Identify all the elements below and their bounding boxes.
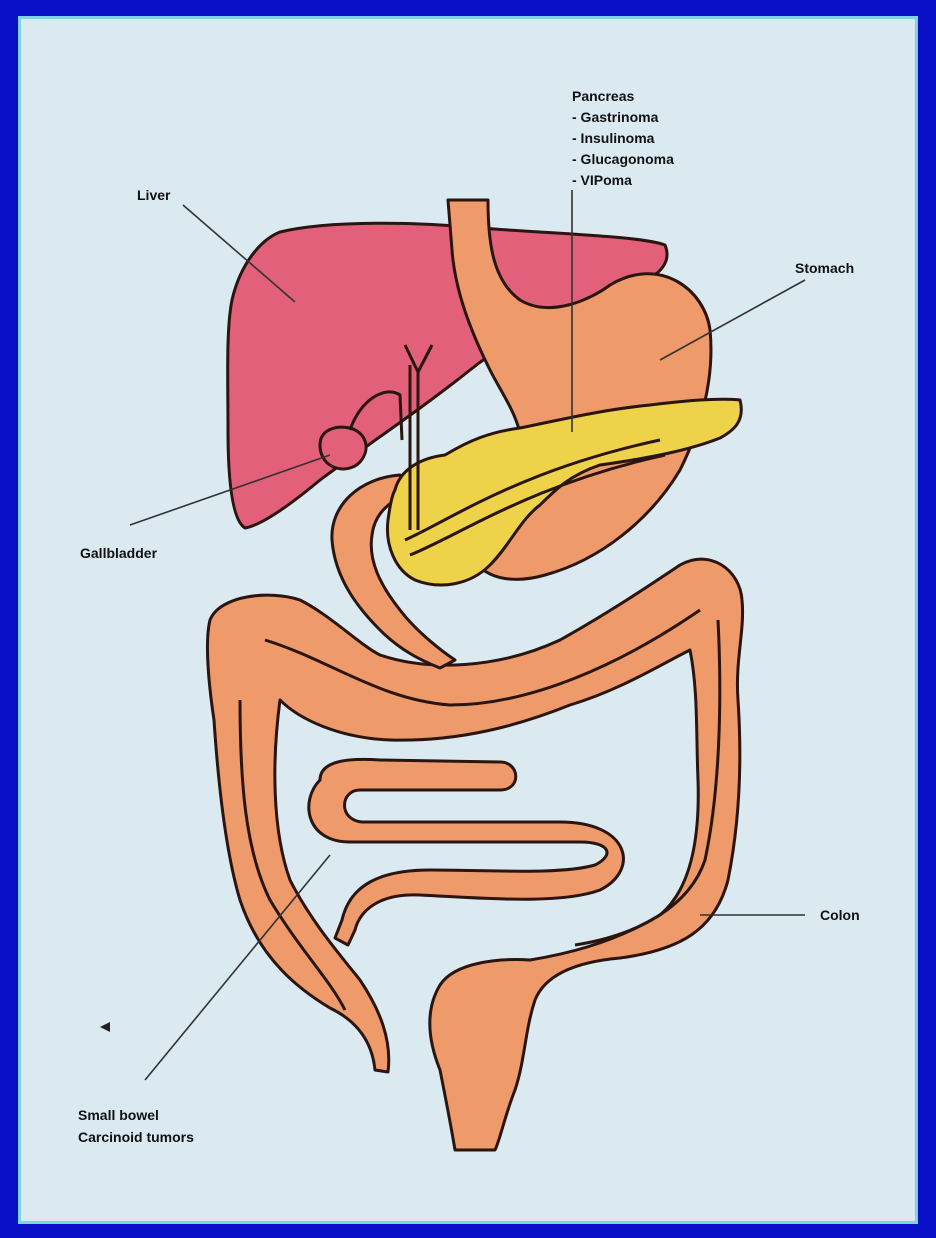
label-pancreas: Pancreas [572, 88, 634, 104]
label-pancreas-item: - VIPoma [572, 172, 632, 188]
label-pancreas-item: - Insulinoma [572, 130, 655, 146]
label-gallbladder: Gallbladder [80, 545, 158, 561]
label-pancreas-item: - Glucagonoma [572, 151, 674, 167]
label-stomach: Stomach [795, 260, 854, 276]
colon [207, 559, 742, 1150]
label-colon: Colon [820, 907, 860, 923]
small-bowel [309, 759, 624, 945]
label-pancreas-item: - Gastrinoma [572, 109, 659, 125]
label-carcinoid-tumors: Carcinoid tumors [78, 1129, 194, 1145]
arrow-marker-icon [100, 1022, 110, 1032]
label-small-bowel: Small bowel [78, 1107, 159, 1123]
label-liver: Liver [137, 187, 171, 203]
